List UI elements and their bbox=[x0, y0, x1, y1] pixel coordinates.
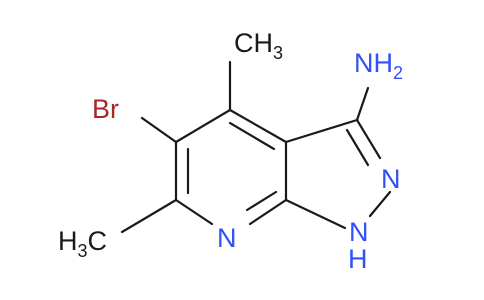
bond-c3-n2-inner bbox=[345, 128, 370, 167]
bond-n1-c7a bbox=[284, 198, 347, 230]
methyl-bottom-label: H3C bbox=[58, 226, 107, 261]
bond-c3a-c4-inner bbox=[228, 121, 276, 151]
atom-labels: CH3 NH2 Br N H3C N N H bbox=[58, 28, 403, 274]
bond-c3a-c3 bbox=[284, 118, 359, 144]
bond-c3-amine bbox=[355, 86, 370, 122]
methyl-top-label: CH3 bbox=[234, 28, 283, 63]
bond-c5-br bbox=[140, 116, 178, 144]
bond-n7-c7a bbox=[248, 198, 288, 226]
bond-n2-n1 bbox=[368, 190, 392, 218]
bond-c3-n2 bbox=[355, 118, 382, 160]
bond-c4-c5 bbox=[174, 108, 232, 144]
bonds bbox=[120, 60, 392, 234]
amine-label: NH2 bbox=[354, 48, 403, 83]
bond-c3a-c4 bbox=[228, 108, 288, 144]
bond-c6-methyl-bottom bbox=[120, 198, 178, 234]
pyrazole-nh-label: H bbox=[348, 244, 368, 274]
bond-n7-c7a-inner bbox=[245, 190, 278, 212]
pyrazole-n2-label: N bbox=[381, 164, 401, 194]
bromine-label: Br bbox=[92, 94, 119, 124]
pyridine-n-label: N bbox=[217, 223, 237, 253]
pyrazole-n1-label: N bbox=[349, 217, 369, 247]
bond-c6-n7 bbox=[174, 198, 214, 226]
